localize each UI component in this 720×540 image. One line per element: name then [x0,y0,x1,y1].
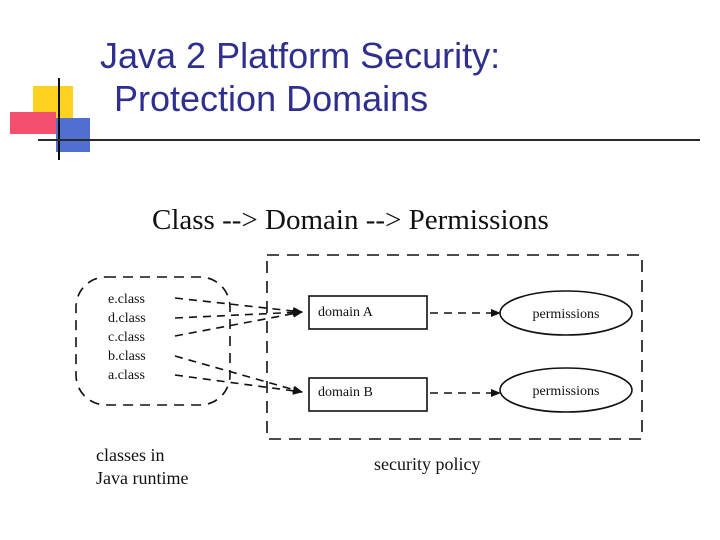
arrow-a-to-domain-b [174,374,303,395]
diagram-heading: Class --> Domain --> Permissions [152,204,549,236]
slide-title: Java 2 Platform Security:Protection Doma… [100,34,500,120]
class-label: c.class [108,330,145,345]
permissions-a-ellipse [499,290,633,336]
arrow-c-to-domain-a [174,309,303,337]
domain-b-label: domain B [318,385,373,400]
red-bar-decoration [10,112,56,134]
class-label: d.class [108,311,146,326]
title-underline-rule [38,139,700,141]
permissions-b-label: permissions [533,384,600,399]
slide-title-line-1: Java 2 Platform Security: [100,35,501,76]
class-label: a.class [108,368,145,383]
arrow-e-to-domain-a [174,297,303,315]
vertical-rule [58,78,60,160]
blue-square-decoration [56,118,90,152]
slide-title-line-2: Protection Domains [114,78,429,119]
class-label: e.class [108,292,145,307]
class-list: e.class d.class c.class b.class a.class [108,292,146,383]
permissions-a-label: permissions [533,307,600,322]
class-to-domain-arrows [174,297,303,395]
classes-box [75,276,231,406]
domain-to-permissions-arrows [430,309,501,397]
domain-a-box [308,295,428,330]
security-policy-box [266,254,643,440]
class-label: b.class [108,349,146,364]
permissions-b-ellipse [499,367,633,413]
domain-a-label: domain A [318,305,374,320]
domain-b-box [308,377,428,412]
security-policy-caption: security policy [374,454,480,474]
arrow-b-to-domain-b [174,355,303,394]
classes-caption-line-1: classes in [96,445,164,465]
classes-caption-line-2: Java runtime [96,468,188,488]
arrow-d-to-domain-a [174,308,303,319]
